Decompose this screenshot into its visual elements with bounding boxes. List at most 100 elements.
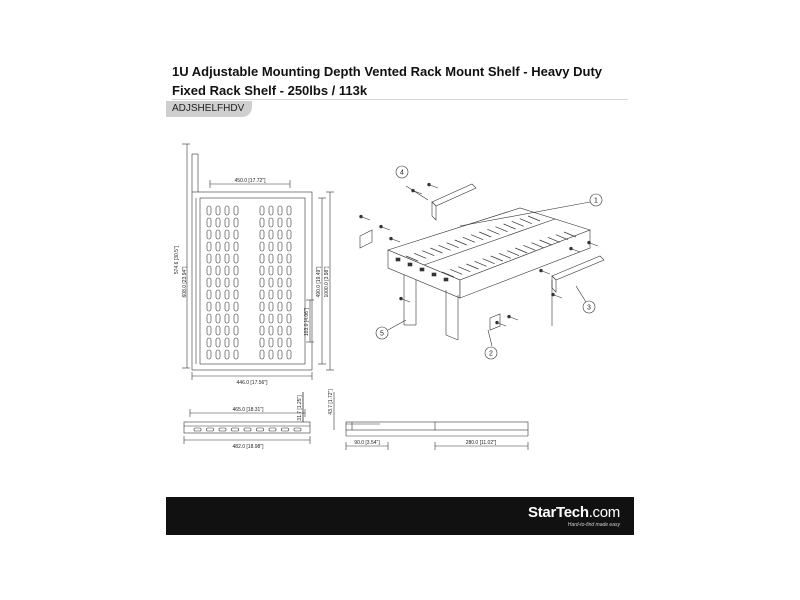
screw-head bbox=[569, 246, 573, 251]
iso-slot bbox=[413, 253, 427, 259]
screw bbox=[401, 298, 411, 303]
rail-hole bbox=[407, 262, 413, 267]
vent-slot bbox=[206, 289, 212, 300]
iso-slot bbox=[531, 242, 544, 248]
product-title: 1U Adjustable Mounting Depth Vented Rack… bbox=[172, 64, 603, 98]
vent-slot bbox=[259, 289, 265, 300]
front-rail-holes bbox=[395, 257, 449, 282]
dim-bottom-width: 446.0 [17.56"] bbox=[237, 380, 269, 386]
front-slots bbox=[193, 427, 302, 432]
vent-slot bbox=[286, 289, 292, 300]
iso-slot bbox=[458, 266, 471, 272]
vent-slot bbox=[286, 313, 292, 324]
vent-slot bbox=[286, 241, 292, 252]
front-slot bbox=[243, 427, 252, 432]
dim-small-depth: 103.0 [4.06"] bbox=[304, 307, 310, 336]
front-slot bbox=[293, 427, 302, 432]
iso-slot bbox=[449, 269, 463, 275]
vent-slot bbox=[215, 277, 221, 288]
vent-slot bbox=[224, 241, 230, 252]
iso-slot bbox=[519, 218, 533, 224]
screw-head bbox=[539, 268, 543, 273]
vent-slot bbox=[215, 217, 221, 228]
vent-slot bbox=[277, 205, 283, 216]
vent-slot bbox=[286, 229, 292, 240]
vent-slot bbox=[233, 301, 239, 312]
screw-head bbox=[389, 236, 393, 241]
vent-slot bbox=[268, 217, 274, 228]
iso-slot bbox=[466, 263, 479, 270]
vent-slot bbox=[268, 313, 274, 324]
vent-slot bbox=[224, 265, 230, 276]
vent-slot bbox=[215, 301, 221, 312]
vent-slot bbox=[259, 229, 265, 240]
dim-inner-depth: 608.0 [23.94"] bbox=[182, 266, 188, 298]
vent-slot bbox=[277, 313, 283, 324]
vent-slot bbox=[206, 313, 212, 324]
vent-slot bbox=[268, 349, 274, 360]
vent-slot bbox=[277, 241, 283, 252]
sku-tab[interactable]: ADJSHELFHDV bbox=[166, 101, 252, 117]
vent-slot bbox=[224, 277, 230, 288]
vent-slot bbox=[224, 301, 230, 312]
front-view bbox=[183, 392, 311, 444]
vent-slot bbox=[277, 289, 283, 300]
iso-slot bbox=[511, 221, 524, 227]
vent-slot bbox=[259, 313, 265, 324]
vent-slot bbox=[259, 205, 265, 216]
iso-slot bbox=[563, 231, 577, 238]
rail-hole bbox=[395, 257, 401, 262]
dim-side-long: 280.0 [11.02"] bbox=[466, 440, 497, 446]
front-slot bbox=[218, 427, 227, 432]
iso-slot bbox=[490, 255, 503, 262]
vent-slot bbox=[215, 313, 221, 324]
front-slot bbox=[231, 427, 239, 432]
dim-top-width: 450.0 [17.72"] bbox=[235, 178, 267, 184]
vent-slot bbox=[233, 277, 239, 288]
iso-slot bbox=[470, 234, 484, 240]
screw bbox=[381, 226, 391, 231]
vent-slot bbox=[286, 253, 292, 264]
vent-slot bbox=[224, 253, 230, 264]
screw-head bbox=[551, 292, 555, 297]
vent-slot bbox=[286, 265, 292, 276]
vent-slot bbox=[215, 337, 221, 348]
vent-slot bbox=[215, 241, 221, 252]
front-slot bbox=[256, 427, 264, 432]
screw bbox=[413, 190, 423, 195]
screw bbox=[541, 270, 551, 275]
screw bbox=[553, 294, 563, 299]
vent-slot bbox=[286, 301, 292, 312]
vent-slot bbox=[268, 253, 274, 264]
dim-front-height: 31.7 [1.25"] bbox=[297, 395, 303, 421]
vent-slot bbox=[259, 349, 265, 360]
vent-slot bbox=[206, 277, 212, 288]
vent-slot bbox=[215, 229, 221, 240]
vent-slot bbox=[215, 349, 221, 360]
side-view bbox=[302, 392, 529, 450]
vent-slot bbox=[268, 325, 274, 336]
iso-slot bbox=[487, 229, 500, 235]
iso-slot bbox=[547, 237, 560, 243]
vent-slot bbox=[259, 277, 265, 288]
title-divider bbox=[172, 99, 628, 100]
vent-slot bbox=[233, 205, 239, 216]
screw-head bbox=[379, 224, 383, 229]
vent-slot bbox=[206, 205, 212, 216]
vent-slot bbox=[259, 301, 265, 312]
dim-slot-depth: 490.0 [19.49"] bbox=[316, 266, 322, 298]
technical-drawing: 450.0 [17.72"] 446.0 [17.56"] 574.6 [30.… bbox=[174, 143, 605, 450]
callout-5: 5 bbox=[380, 331, 384, 338]
vent-slot bbox=[277, 349, 283, 360]
iso-vent-slots bbox=[405, 215, 577, 278]
iso-slot bbox=[441, 271, 455, 278]
vent-slot bbox=[286, 217, 292, 228]
vent-slot bbox=[286, 277, 292, 288]
rail-hole bbox=[419, 267, 425, 272]
vent-slot bbox=[215, 253, 221, 264]
vent-slot bbox=[233, 265, 239, 276]
dim-front-outer-width: 482.0 [18.98"] bbox=[233, 444, 265, 450]
vent-slot bbox=[286, 349, 292, 360]
vent-slot bbox=[277, 301, 283, 312]
callout-4: 4 bbox=[400, 170, 404, 177]
